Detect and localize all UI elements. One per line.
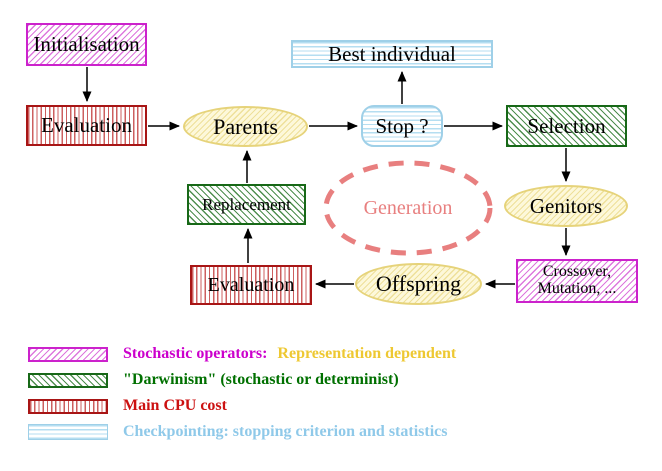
legend-label-darwinism: "Darwinism" (stochastic or determinist): [123, 371, 399, 389]
node-evaluation-bottom-label: Evaluation: [207, 273, 295, 296]
legend-label-main-cpu-cost: Main CPU cost: [123, 397, 227, 415]
legend-label-stochastic-primary: Stochastic operators:: [123, 345, 268, 362]
node-genitors-label: Genitors: [529, 193, 603, 218]
legend-label-stochastic-operators: Stochastic operators: Representation depe…: [123, 345, 456, 363]
node-evaluation-bottom: Evaluation: [190, 265, 312, 305]
node-selection: Selection: [506, 105, 627, 147]
legend-label-checkpointing-text: Checkpointing: stopping criterion and st…: [123, 423, 448, 440]
node-stop: Stop ?: [361, 105, 443, 147]
node-initialisation: Initialisation: [26, 23, 147, 66]
generation-loop-ellipse: [323, 160, 493, 256]
node-evaluation-top-label: Evaluation: [41, 113, 132, 138]
generation-loop-text: Generation: [363, 196, 453, 219]
node-parents-label: Parents: [213, 113, 278, 139]
node-evaluation-top: Evaluation: [26, 105, 147, 146]
node-offspring-label: Offspring: [375, 271, 462, 297]
node-crossover-mutation: Crossover, Mutation, ...: [516, 259, 638, 303]
node-initialisation-label: Initialisation: [33, 32, 140, 57]
legend-swatch-stochastic-operators: [28, 347, 108, 362]
legend-label-darwinism-text: "Darwinism" (stochastic or determinist): [123, 371, 399, 388]
legend-swatch-main-cpu-cost: [28, 399, 108, 414]
node-best-individual-label: Best individual: [328, 41, 456, 66]
generation-loop-label: Generation: [326, 196, 490, 220]
node-parents: Parents: [183, 106, 308, 147]
legend-label-representation-dependent: Representation dependent: [277, 345, 457, 362]
legend-label-checkpointing: Checkpointing: stopping criterion and st…: [123, 423, 447, 441]
node-genitors: Genitors: [504, 185, 628, 227]
node-replacement-label: Replacement: [202, 194, 291, 214]
legend-swatch-checkpointing: [28, 424, 108, 440]
legend-label-main-cpu-cost-text: Main CPU cost: [123, 397, 227, 414]
node-crossover-line2: Mutation, ...: [537, 280, 617, 297]
legend-swatch-darwinism: [28, 373, 108, 388]
node-replacement: Replacement: [187, 184, 306, 225]
node-offspring: Offspring: [355, 263, 482, 305]
node-selection-label: Selection: [527, 113, 606, 138]
node-stop-label: Stop ?: [375, 113, 429, 138]
node-crossover-line1: Crossover,: [542, 263, 612, 281]
node-best-individual: Best individual: [291, 40, 493, 68]
